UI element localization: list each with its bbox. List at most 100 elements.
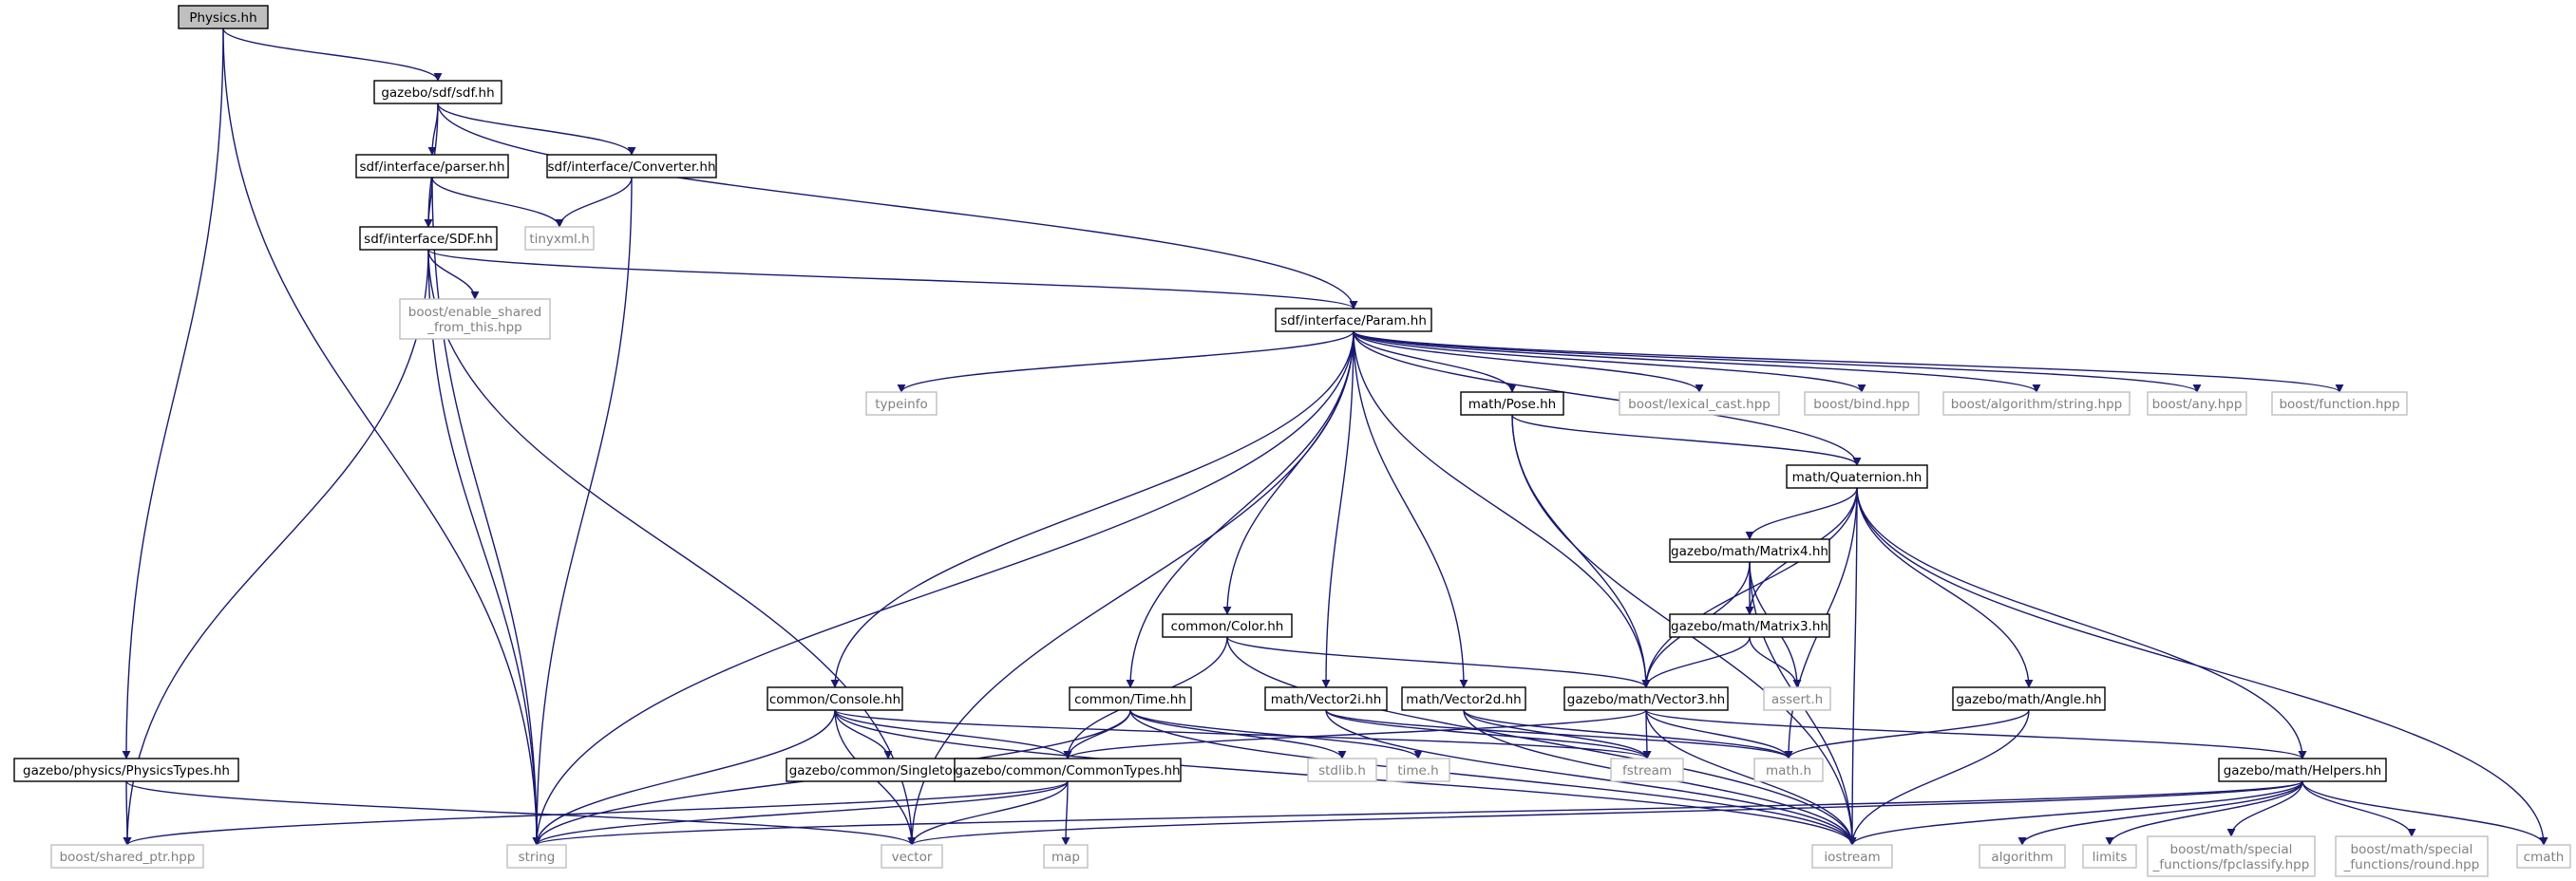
edge-path [1061,780,1070,846]
node-box [1307,758,1377,782]
edge-helpers-to-round [2301,780,2416,837]
node-time_hh[interactable]: common/Time.hh [1069,686,1192,711]
edge-sdf_if-to-vector [427,249,917,846]
edge-commontypes-to-shared_ptr [123,780,1069,846]
node-vector3[interactable]: gazebo/math/Vector3.hh [1563,686,1729,711]
node-helpers[interactable]: gazebo/math/Helpers.hh [2218,758,2387,782]
node-quaternion[interactable]: math/Quaternion.hh [1786,464,1928,489]
edge-sdf_if-to-enable_shared [427,249,480,300]
edge-color-to-iostream [1226,636,1857,846]
node-commontypes[interactable]: gazebo/common/CommonTypes.hh [954,758,1182,782]
edge-path [1645,709,1857,846]
node-box [881,844,943,869]
node-physics[interactable]: Physics.hh [178,5,269,29]
node-box [2271,391,2408,416]
edge-path [2226,780,2303,837]
edge-path [222,28,541,846]
edge-path [1129,709,1857,846]
node-angle[interactable]: gazebo/math/Angle.hh [1952,686,2106,711]
node-box [1610,758,1684,782]
node-box [2218,758,2387,782]
node-matrix4[interactable]: gazebo/math/Matrix4.hh [1669,538,1830,563]
node-label: math.h [1766,763,1811,778]
node-box [1786,464,1928,489]
edge-vector3-to-helpers [1645,709,2307,759]
edge-path [431,177,564,228]
node-box [399,298,551,340]
edge-path [1353,330,1704,393]
node-vector2d[interactable]: math/Vector2d.hh [1401,686,1526,711]
node-box [767,686,903,711]
node-box [524,226,595,251]
edge-path [2105,780,2303,846]
edge-time_hh-to-commontypes [1063,709,1131,759]
node-algorithm: algorithm [1979,844,2066,869]
node-param[interactable]: sdf/interface/Param.hh [1275,308,1432,332]
node-label: gazebo/math/Matrix4.hh [1671,544,1828,559]
node-label: sdf/interface/parser.hh [359,159,504,175]
node-sdf_if[interactable]: sdf/interface/SDF.hh [359,226,498,251]
node-matrix3[interactable]: gazebo/math/Matrix3.hh [1669,613,1830,638]
node-label: gazebo/sdf/sdf.hh [381,85,494,101]
node-console[interactable]: common/Console.hh [767,686,903,711]
node-box [2147,835,2316,877]
edge-quaternion-to-iostream [1847,487,1858,846]
node-box [2082,844,2137,869]
edge-layer [122,28,2548,846]
node-box [2516,844,2571,869]
edge-physics-to-sdf_hh [222,28,443,82]
edge-path [830,330,1354,688]
edge-path [1226,636,1651,688]
node-sdf_hh[interactable]: gazebo/sdf/sdf.hh [373,80,502,104]
node-label: map [1051,850,1080,865]
edge-path [907,780,1069,846]
edge-path [125,780,917,846]
edge-vector3-to-iostream [1645,709,1857,846]
node-enable_shared: boost/enable_shared_from_this.hpp [399,298,551,340]
edge-quaternion-to-matrix4 [1745,487,1858,540]
node-box [1275,308,1432,332]
edge-commontypes-to-string [532,780,1069,846]
edge-path [431,177,541,846]
node-pose[interactable]: math/Pose.hh [1460,391,1564,416]
node-converter[interactable]: sdf/interface/Converter.hh [546,154,717,178]
edge-path [532,780,1069,846]
node-box [1460,391,1564,416]
node-layer: Physics.hh gazebo/sdf/sdf.hh sdf/interface… [13,5,2571,877]
edge-path [122,28,224,759]
node-label: Physics.hh [189,10,256,26]
node-vector2i[interactable]: math/Vector2i.hh [1264,686,1388,711]
node-color[interactable]: common/Color.hh [1162,613,1293,638]
edge-sdf_hh-to-param [437,103,1358,309]
edge-time_hh-to-stdlib [1129,709,1347,759]
node-label: math/Vector2d.hh [1406,692,1521,707]
node-physicstypes[interactable]: gazebo/physics/PhysicsTypes.hh [13,758,239,782]
node-fpclassify: boost/math/special_functions/fpclassify.… [2147,835,2316,877]
edge-path [1511,414,1862,466]
edge-path [123,780,132,846]
edge-path [532,330,1354,846]
edge-path [1063,709,1131,759]
node-box [359,226,498,251]
node-box [546,154,717,178]
edge-console-to-string [532,709,836,846]
edge-helpers-to-algorithm [2017,780,2303,846]
node-label: algorithm [1991,850,2053,865]
edge-path [1353,330,1651,688]
node-box [1401,686,1526,711]
edge-quaternion-to-helpers [1856,487,2307,759]
edge-path [907,330,1354,846]
node-iostream: iostream [1811,844,1893,869]
edge-path [1856,487,2034,688]
node-label: gazebo/physics/PhysicsTypes.hh [23,763,230,778]
edge-path [1353,330,2202,393]
node-box [1753,758,1824,782]
node-parser[interactable]: sdf/interface/parser.hh [355,154,509,178]
node-box [1069,686,1192,711]
edge-path [1353,330,1866,393]
edge-path [123,249,429,846]
edge-vector2d-to-math_h [1463,709,1793,759]
node-bind: boost/bind.hpp [1804,391,1920,416]
node-label: limits [2093,850,2128,865]
node-box [954,758,1182,782]
